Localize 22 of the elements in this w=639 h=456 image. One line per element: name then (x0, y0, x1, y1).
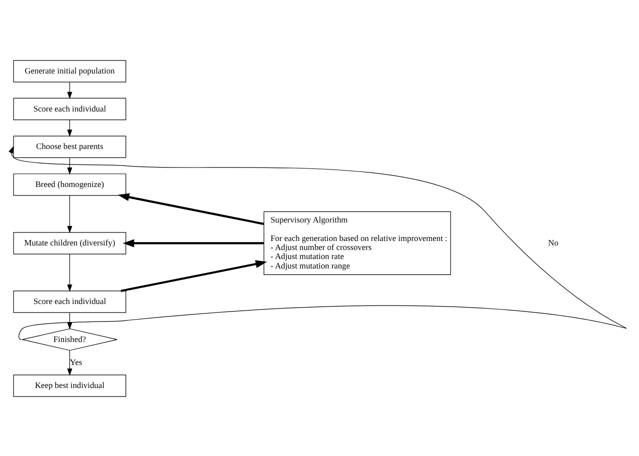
node-box: Supervisory Algorithm For each generation based on relative improvement : - Adjust number of crossovers - Adjust mutation rate - Adjust mutation range (264, 210, 451, 275)
node-box: Choose best parents (13, 135, 126, 158)
node-box: Generate initial population (13, 60, 126, 82)
edge-label: Yes (70, 357, 82, 366)
node-box: Breed (homogenize) (13, 173, 126, 196)
arrow (67, 81, 72, 99)
arrow (8, 146, 627, 340)
node-box: Mutate children (diversify) (13, 232, 126, 254)
arrow (67, 253, 72, 292)
edge-label: No (548, 238, 558, 247)
arrow (120, 260, 268, 292)
node-diamond: Finished? (22, 328, 118, 350)
node-box: Keep best individual (13, 374, 126, 396)
arrow (67, 157, 72, 174)
arrow (67, 119, 72, 136)
arrow (122, 238, 264, 247)
node-box: Score each individual (13, 97, 126, 120)
arrow (67, 194, 72, 233)
arrow (67, 312, 72, 330)
arrow (118, 192, 264, 224)
node-box: Score each individual (13, 290, 126, 312)
arrow (67, 350, 72, 376)
